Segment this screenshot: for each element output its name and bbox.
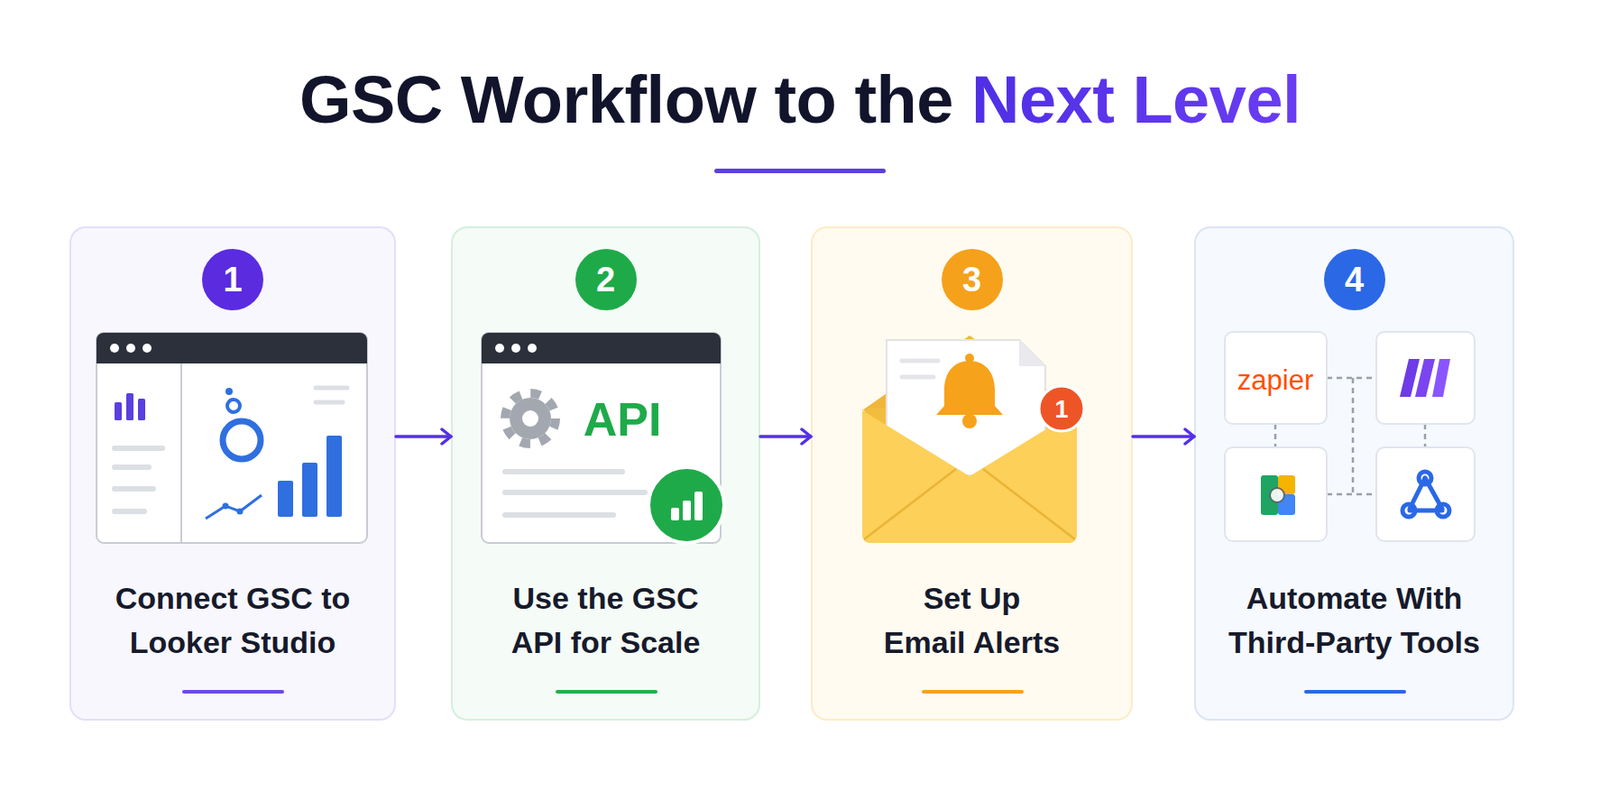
title-underline bbox=[714, 168, 886, 174]
looker-logo bbox=[225, 387, 233, 396]
diagram-title: GSC Workflow to the Next Level bbox=[299, 66, 1301, 134]
badge-bar bbox=[682, 500, 691, 521]
dashed-link bbox=[1274, 423, 1278, 448]
webhook-node bbox=[1418, 471, 1432, 485]
app-tile bbox=[1224, 331, 1327, 424]
window-header bbox=[481, 332, 721, 364]
text-line bbox=[505, 512, 614, 518]
stats-badge bbox=[648, 467, 725, 543]
bell-icon bbox=[936, 360, 1003, 415]
paper-line bbox=[901, 375, 934, 380]
text-line bbox=[505, 468, 623, 475]
window-frame bbox=[481, 332, 721, 543]
app-tile bbox=[1376, 331, 1475, 424]
window-dot bbox=[511, 343, 521, 353]
api-text: API bbox=[583, 395, 663, 443]
card-underline bbox=[555, 689, 658, 694]
dashed-link bbox=[1424, 423, 1427, 448]
sidebar-line bbox=[114, 508, 145, 515]
chart-bar bbox=[302, 462, 318, 517]
bell-clapper bbox=[962, 413, 977, 429]
window-header bbox=[481, 352, 721, 364]
chart-line bbox=[315, 400, 343, 405]
sidebar-line bbox=[114, 464, 149, 470]
window-header bbox=[96, 332, 368, 364]
step-label: Set Up Email Alerts bbox=[881, 576, 1064, 665]
chart-bar bbox=[277, 480, 294, 517]
envelope-front bbox=[862, 410, 1077, 543]
window-dot bbox=[110, 343, 120, 353]
step-label: Connect GSC to Looker Studio bbox=[101, 576, 364, 665]
badge-count: 1 bbox=[1054, 397, 1068, 423]
title-row: GSC Workflow to the Next Level bbox=[0, 66, 1600, 134]
sidebar-line bbox=[114, 486, 154, 492]
webhook-node bbox=[1436, 504, 1450, 517]
flow-arrow bbox=[395, 434, 451, 439]
gear-icon bbox=[509, 397, 552, 440]
step-label: Automate With Third-Party Tools bbox=[1219, 576, 1490, 665]
trend-line bbox=[205, 495, 262, 519]
sidebar-line bbox=[114, 445, 163, 451]
mini-bar bbox=[114, 402, 122, 421]
flow-arrow bbox=[1132, 434, 1195, 439]
window-dot bbox=[495, 343, 505, 353]
mini-bar bbox=[126, 393, 134, 421]
window-frame bbox=[96, 332, 368, 543]
app-tile bbox=[1376, 447, 1475, 542]
card-underline bbox=[182, 689, 285, 694]
chart-line bbox=[315, 386, 348, 391]
zapier-logo-text: zapier bbox=[1237, 366, 1314, 395]
looker-logo bbox=[222, 421, 261, 460]
chart-bar bbox=[326, 435, 342, 517]
window-dot bbox=[527, 343, 537, 353]
bell-icon bbox=[965, 353, 975, 363]
gear-hole bbox=[522, 410, 539, 427]
step-number: 3 bbox=[941, 248, 1003, 311]
mini-bar bbox=[137, 398, 146, 421]
step-number: 1 bbox=[202, 248, 264, 311]
badge-bar bbox=[694, 491, 703, 521]
flow-arrow bbox=[760, 434, 811, 439]
badge-bar bbox=[671, 507, 680, 521]
dashboard-window bbox=[96, 332, 368, 543]
webhook-node bbox=[1402, 504, 1416, 517]
step-number: 4 bbox=[1324, 248, 1386, 311]
window-dot bbox=[142, 343, 152, 353]
paper-line bbox=[901, 358, 938, 364]
looker-logo bbox=[227, 399, 240, 413]
webhook-logo bbox=[1402, 471, 1450, 517]
window-header bbox=[96, 352, 368, 364]
step-number: 2 bbox=[575, 248, 637, 311]
api-window bbox=[481, 332, 725, 543]
app-tile bbox=[1224, 447, 1327, 542]
notification-badge bbox=[1039, 386, 1085, 432]
step-label: Use the GSC API for Scale bbox=[497, 576, 715, 665]
sidebar-divider bbox=[180, 363, 183, 543]
sheets-logo bbox=[1269, 487, 1285, 503]
window-dot bbox=[126, 343, 136, 353]
envelope-fold bbox=[864, 468, 1076, 540]
card-underline bbox=[1304, 689, 1407, 694]
gear-icon bbox=[505, 393, 556, 444]
trend-dot bbox=[222, 503, 230, 510]
make-logo bbox=[1432, 358, 1451, 397]
make-logo bbox=[1415, 358, 1435, 397]
card-underline bbox=[921, 689, 1024, 694]
trend-dot bbox=[237, 508, 244, 515]
text-line bbox=[505, 489, 645, 496]
